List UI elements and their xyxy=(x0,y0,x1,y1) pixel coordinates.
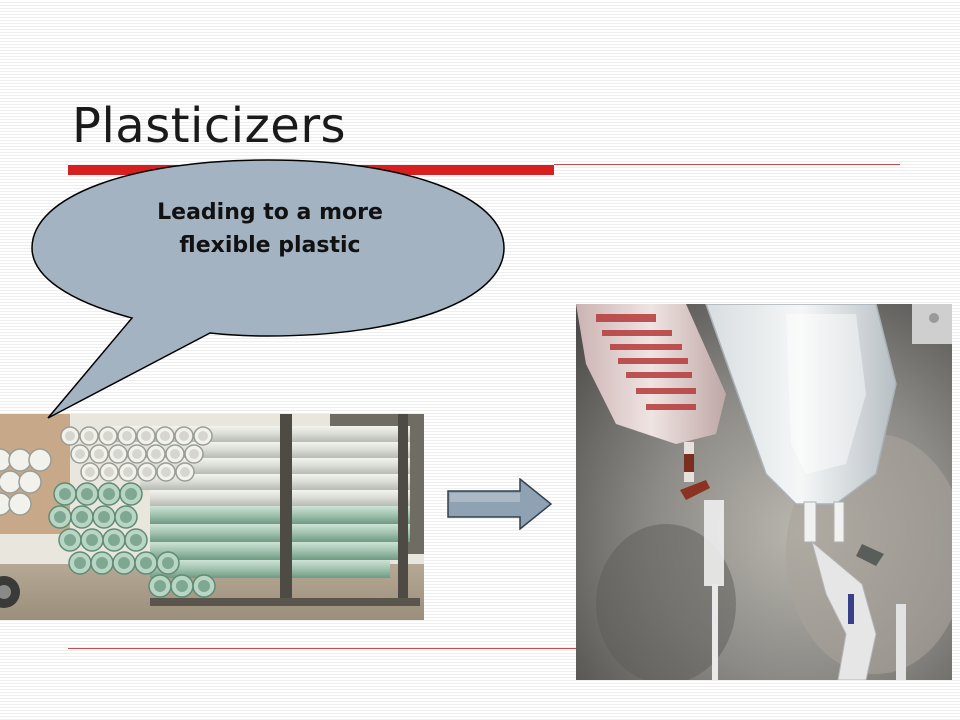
callout-text: Leading to a more flexible plastic xyxy=(100,196,440,262)
pvc-pipes-photo xyxy=(0,414,424,620)
iv-bags-photo xyxy=(576,304,952,680)
slide-title: Plasticizers xyxy=(72,98,347,154)
title-underline-thick xyxy=(68,165,554,175)
right-arrow-icon xyxy=(447,478,553,530)
title-underline-thin xyxy=(554,164,900,165)
callout-line-2: flexible plastic xyxy=(179,233,361,258)
footer-rule xyxy=(68,648,903,649)
callout-line-1: Leading to a more xyxy=(157,200,383,225)
pvc-pipes-illustration xyxy=(0,414,424,620)
iv-bags-illustration xyxy=(576,304,952,680)
